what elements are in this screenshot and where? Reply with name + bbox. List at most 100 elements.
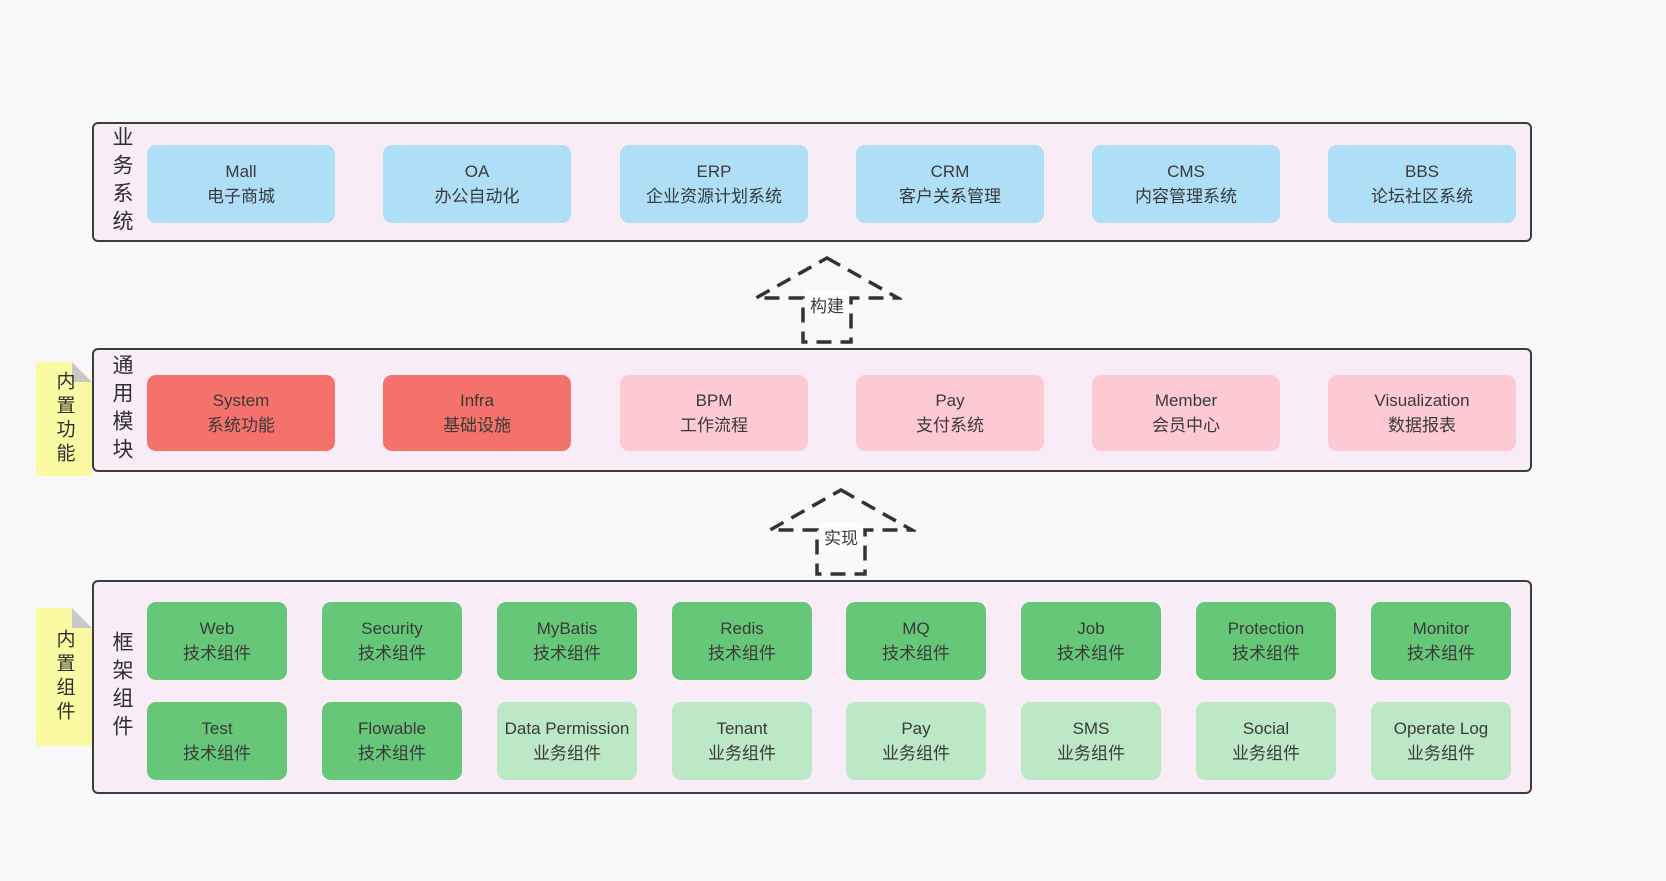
folded-corner-icon (72, 608, 92, 628)
card-title: Job (1077, 619, 1105, 638)
card-subtitle: 技术组件 (882, 644, 950, 663)
card-subtitle: 业务组件 (708, 744, 776, 763)
dashed-up-arrow-icon (766, 487, 916, 576)
card-data-permission: Data Permission 业务组件 (497, 702, 637, 780)
card-subtitle: 数据报表 (1388, 416, 1456, 435)
card-subtitle: 业务组件 (1232, 744, 1300, 763)
card-subtitle: 基础设施 (443, 416, 511, 435)
card-subtitle: 技术组件 (1057, 644, 1125, 663)
card-pay-system: Pay 支付系统 (856, 375, 1044, 451)
card-bpm: BPM 工作流程 (620, 375, 808, 451)
card-title: Social (1242, 719, 1290, 738)
card-security: Security 技术组件 (322, 602, 462, 680)
card-title: OA (464, 162, 490, 181)
card-title: Flowable (357, 719, 427, 738)
sticky-tab-label: 内置功能 (53, 371, 75, 467)
section-common-modules: 通用模块 System 系统功能 Infra 基础设施 BPM 工作流程 Pay… (92, 348, 1532, 472)
card-title: BBS (1404, 162, 1440, 181)
card-subtitle: 客户关系管理 (899, 187, 1001, 206)
card-social: Social 业务组件 (1196, 702, 1336, 780)
section-common-modules-label: 通用模块 (110, 354, 133, 466)
card-redis: Redis 技术组件 (672, 602, 812, 680)
card-title: Web (199, 619, 235, 638)
card-subtitle: 技术组件 (358, 744, 426, 763)
card-title: Monitor (1412, 619, 1470, 638)
card-oa: OA 办公自动化 (383, 145, 571, 223)
card-protection: Protection 技术组件 (1196, 602, 1336, 680)
card-pay-component: Pay 业务组件 (846, 702, 986, 780)
card-subtitle: 内容管理系统 (1135, 187, 1237, 206)
card-title: CMS (1167, 162, 1205, 181)
card-subtitle: 论坛社区系统 (1371, 187, 1473, 206)
card-title: Pay (935, 391, 965, 410)
sticky-tab-builtin-components: 内置组件 (36, 608, 92, 746)
card-title: Pay (901, 719, 931, 738)
card-title: MQ (902, 619, 930, 638)
folded-corner-icon (72, 362, 92, 382)
card-member: Member 会员中心 (1092, 375, 1280, 451)
card-job: Job 技术组件 (1021, 602, 1161, 680)
card-subtitle: 技术组件 (708, 644, 776, 663)
card-sms: SMS 业务组件 (1021, 702, 1161, 780)
card-title: Data Permission (504, 719, 630, 738)
card-tenant: Tenant 业务组件 (672, 702, 812, 780)
arrow-implement-label: 实现 (819, 522, 863, 551)
card-system: System 系统功能 (147, 375, 335, 451)
section-framework-components-label: 框架组件 (110, 631, 133, 743)
card-bbs: BBS 论坛社区系统 (1328, 145, 1516, 223)
arrow-build-label: 构建 (805, 290, 849, 319)
card-subtitle: 技术组件 (533, 644, 601, 663)
card-subtitle: 会员中心 (1152, 416, 1220, 435)
card-subtitle: 业务组件 (1407, 744, 1475, 763)
card-subtitle: 业务组件 (882, 744, 950, 763)
card-title: CRM (930, 162, 970, 181)
sticky-tab-builtin-features: 内置功能 (36, 362, 92, 476)
up-arrow-build: 构建 (752, 254, 902, 346)
card-title: System (212, 391, 270, 410)
card-subtitle: 技术组件 (183, 644, 251, 663)
card-title: Infra (459, 391, 495, 410)
card-subtitle: 办公自动化 (434, 187, 520, 206)
card-subtitle: 技术组件 (183, 744, 251, 763)
card-title: Protection (1227, 619, 1305, 638)
card-subtitle: 系统功能 (207, 416, 275, 435)
card-title: BPM (695, 391, 733, 410)
card-title: Security (361, 619, 423, 638)
card-operate-log: Operate Log 业务组件 (1371, 702, 1511, 780)
card-title: ERP (696, 162, 732, 181)
card-crm: CRM 客户关系管理 (856, 145, 1044, 223)
card-infra: Infra 基础设施 (383, 375, 571, 451)
section-business-systems-label: 业务系统 (110, 126, 133, 238)
card-test: Test 技术组件 (147, 702, 287, 780)
card-subtitle: 技术组件 (358, 644, 426, 663)
card-flowable: Flowable 技术组件 (322, 702, 462, 780)
card-mybatis: MyBatis 技术组件 (497, 602, 637, 680)
up-arrow-implement: 实现 (766, 486, 916, 578)
card-subtitle: 支付系统 (916, 416, 984, 435)
card-title: Operate Log (1393, 719, 1489, 738)
card-mall: Mall 电子商城 (147, 145, 335, 223)
card-erp: ERP 企业资源计划系统 (620, 145, 808, 223)
card-subtitle: 业务组件 (533, 744, 601, 763)
section-business-systems: 业务系统 Mall 电子商城 OA 办公自动化 ERP 企业资源计划系统 CRM… (92, 122, 1532, 242)
card-subtitle: 电子商城 (207, 187, 275, 206)
card-title: MyBatis (536, 619, 598, 638)
card-subtitle: 工作流程 (680, 416, 748, 435)
card-visualization: Visualization 数据报表 (1328, 375, 1516, 451)
card-title: SMS (1072, 719, 1110, 738)
card-title: Mall (225, 162, 257, 181)
card-subtitle: 企业资源计划系统 (646, 187, 782, 206)
card-title: Test (201, 719, 233, 738)
card-subtitle: 技术组件 (1407, 644, 1475, 663)
card-mq: MQ 技术组件 (846, 602, 986, 680)
card-subtitle: 技术组件 (1232, 644, 1300, 663)
card-cms: CMS 内容管理系统 (1092, 145, 1280, 223)
sticky-tab-label: 内置组件 (53, 629, 75, 725)
card-web: Web 技术组件 (147, 602, 287, 680)
card-title: Member (1154, 391, 1218, 410)
card-subtitle: 业务组件 (1057, 744, 1125, 763)
section-framework-components: 框架组件 Web 技术组件 Security 技术组件 MyBatis 技术组件… (92, 580, 1532, 794)
card-title: Redis (720, 619, 764, 638)
card-title: Visualization (1374, 391, 1470, 410)
